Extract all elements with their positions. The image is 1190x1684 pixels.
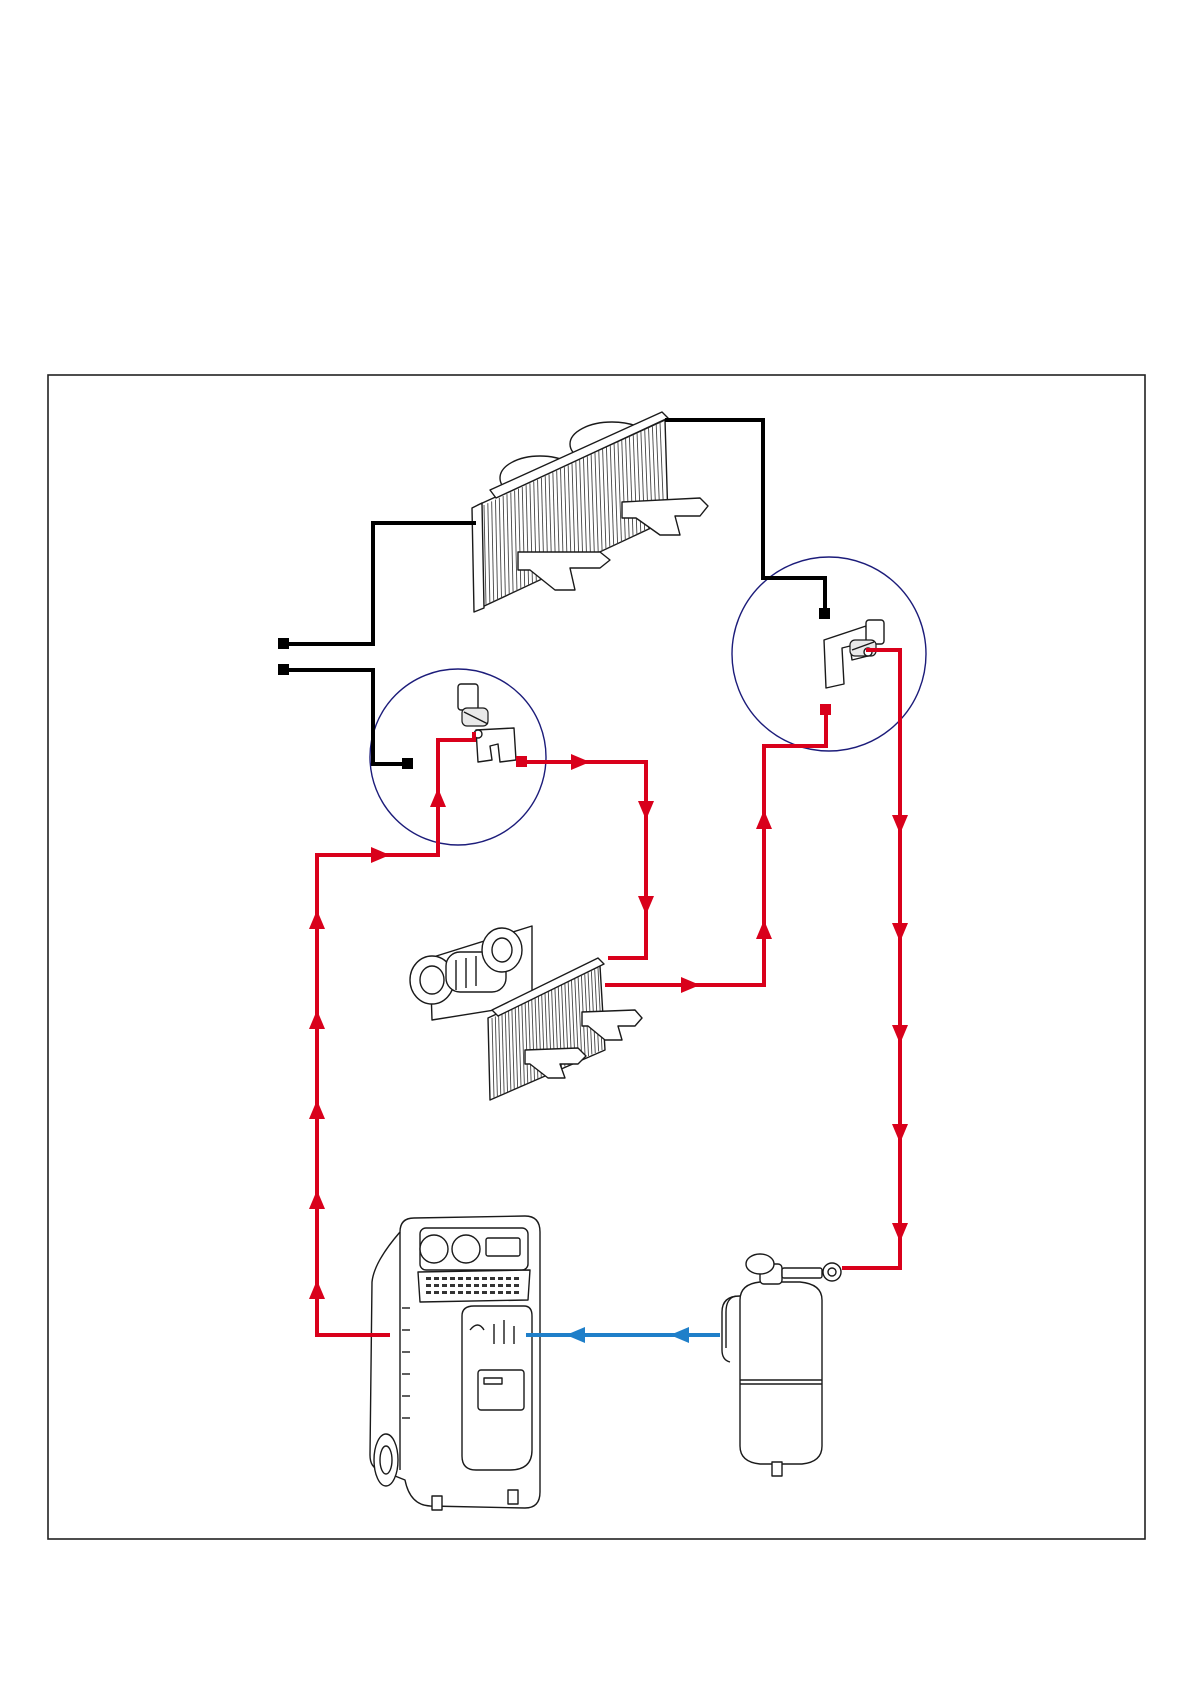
evaporator-with-blower-icon xyxy=(410,926,642,1100)
flow-arrow-down xyxy=(638,896,654,915)
flow-arrow-down xyxy=(892,1124,908,1143)
service-coupler-left-icon xyxy=(458,684,516,762)
flow-arrow-right xyxy=(681,977,700,993)
receiver-drier-tank-icon xyxy=(722,1254,841,1476)
pipe-condenser-to-right-valve xyxy=(665,420,825,614)
flow-arrow-up xyxy=(309,1280,325,1299)
ac-recovery-station-icon xyxy=(370,1216,540,1510)
pipe-terminals-to-left-valve xyxy=(283,670,408,764)
flow-arrow-right xyxy=(571,754,590,770)
flow-arrow-left xyxy=(670,1327,689,1343)
flow-arrow-up xyxy=(309,1010,325,1029)
flow-arrow-down xyxy=(892,1223,908,1242)
flow-arrow-down xyxy=(892,1025,908,1044)
pipe-right-valve-to-receiver xyxy=(842,650,900,1268)
terminal-black xyxy=(278,664,289,675)
pipe-left-valve-to-evaporator xyxy=(522,762,646,958)
flow-arrow-down xyxy=(892,815,908,834)
flow-arrow-up xyxy=(309,1190,325,1209)
flow-arrow-right xyxy=(371,847,390,863)
flow-arrow-left xyxy=(566,1327,585,1343)
flow-arrow-up xyxy=(309,910,325,929)
condenser-with-fans-icon xyxy=(472,412,708,612)
flow-arrow-down xyxy=(638,801,654,820)
terminal-red xyxy=(820,704,831,715)
service-coupler-right-icon xyxy=(824,620,884,688)
terminal-black xyxy=(402,758,413,769)
pipe-condenser-to-left-terminals xyxy=(283,523,476,644)
flow-arrow-up xyxy=(756,920,772,939)
terminal-black xyxy=(278,638,289,649)
flow-arrow-down xyxy=(892,923,908,942)
flow-arrow-up xyxy=(430,788,446,807)
terminal-red xyxy=(516,756,527,767)
flow-arrow-up xyxy=(309,1100,325,1119)
pipe-evaporator-to-right-valve xyxy=(605,712,826,985)
terminal-black xyxy=(819,608,830,619)
flow-arrow-up xyxy=(756,810,772,829)
